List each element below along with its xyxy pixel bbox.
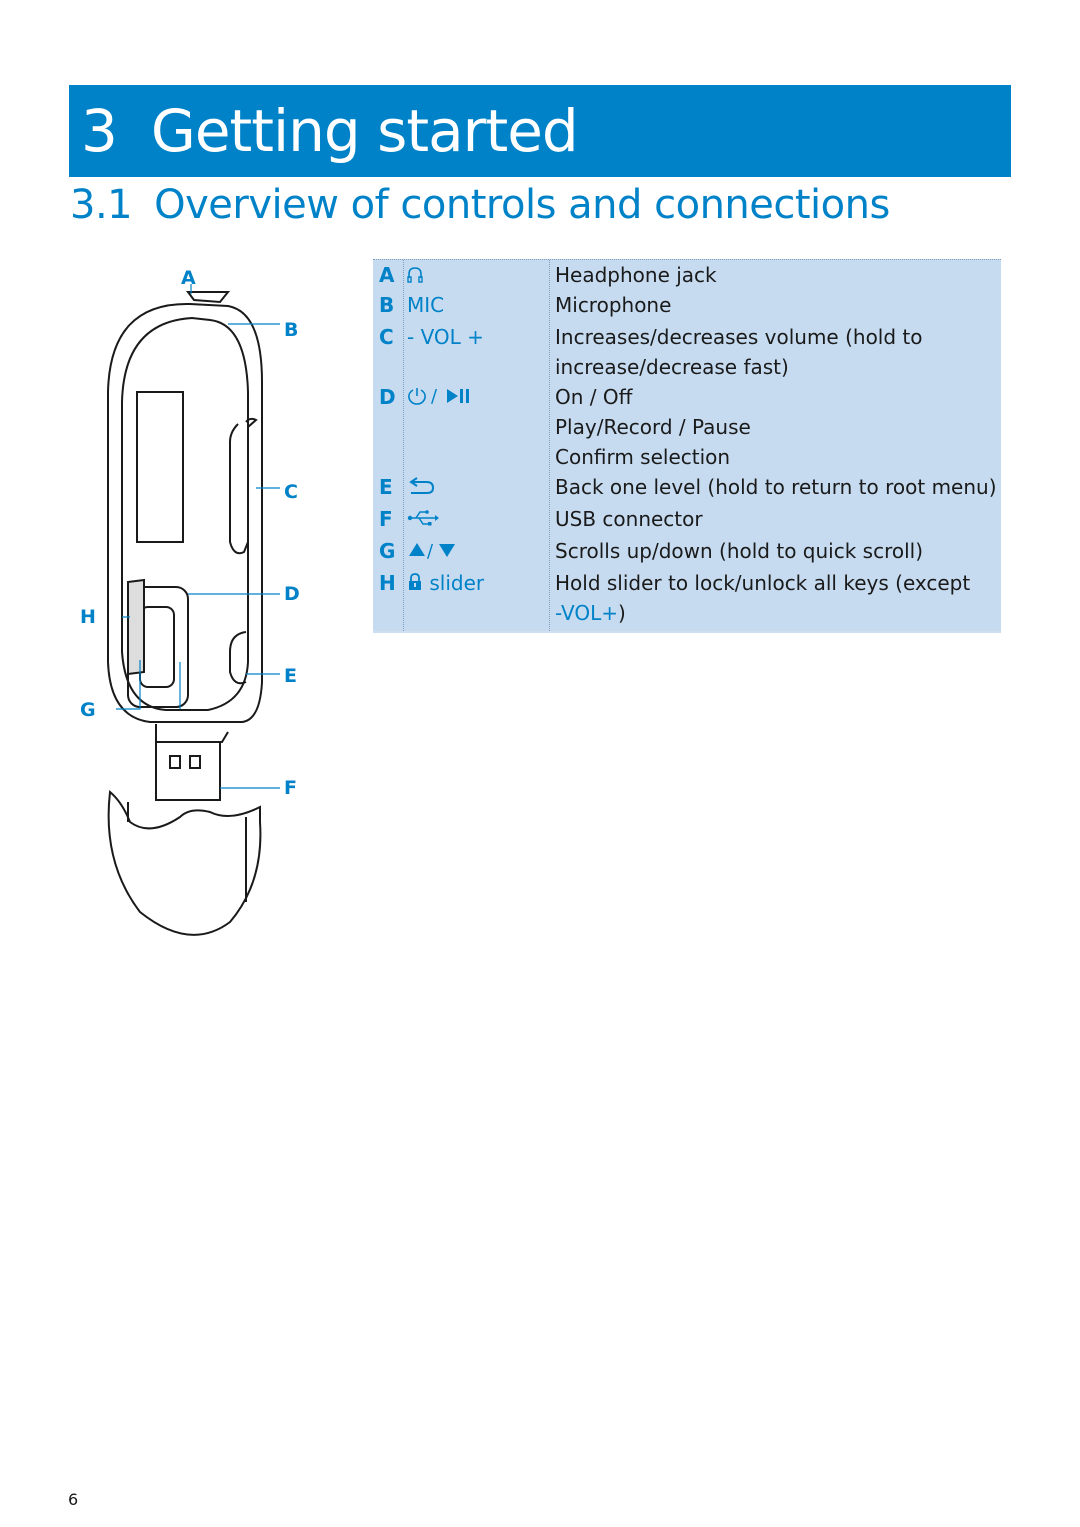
callout-a: A [181, 267, 196, 289]
description-line: Scrolls up/down (hold to quick scroll) [555, 539, 924, 563]
power-play-pause-icon: / [407, 384, 479, 414]
device-illustration: A B C D E F G H [70, 262, 320, 952]
section-heading: 3.1 Overview of controls and connections [70, 176, 890, 234]
chapter-title: Getting started [150, 97, 579, 165]
description-line: Microphone [555, 293, 672, 317]
headphone-icon [407, 262, 423, 292]
svg-text:/: / [427, 541, 434, 560]
callout-d: D [284, 583, 300, 605]
mp3-player-drawing [107, 284, 280, 936]
row-letter: B [379, 293, 395, 317]
chapter-heading: 3 Getting started [69, 85, 1011, 177]
row-letter: F [379, 507, 393, 531]
description-line: increase/decrease fast) [555, 355, 789, 379]
description-line: Back one level (hold to return to root m… [555, 475, 997, 499]
section-number: 3.1 [70, 182, 133, 228]
control-name: - VOL + [407, 325, 484, 349]
callout-f: F [284, 777, 297, 799]
row-letter: H [379, 571, 396, 595]
back-icon [407, 474, 437, 504]
section-title: Overview of controls and connections [154, 182, 890, 228]
row-letter: G [379, 539, 396, 563]
description-line: Hold slider to lock/unlock all keys (exc… [555, 571, 971, 595]
callout-g: G [80, 699, 96, 721]
vol-token: -VOL+ [555, 601, 619, 625]
description-line: Increases/decreases volume (hold to [555, 325, 923, 349]
row-letter: C [379, 325, 394, 349]
description-line: USB connector [555, 507, 703, 531]
callout-c: C [284, 481, 298, 503]
row-letter: E [379, 475, 393, 499]
up-down-icon: / [407, 538, 459, 568]
description-line: Headphone jack [555, 263, 717, 287]
description-line-vol: -VOL+) [555, 601, 626, 625]
page-number: 6 [68, 1490, 79, 1509]
control-name: slider [429, 571, 485, 595]
callout-h: H [80, 606, 96, 628]
control-name: MIC [407, 293, 445, 317]
chapter-number: 3 [81, 97, 118, 165]
controls-table: A Headphone jack B MIC Microphone C - VO… [373, 259, 1001, 633]
callout-b: B [284, 319, 299, 341]
svg-text:/: / [431, 386, 438, 406]
lock-icon [407, 570, 423, 600]
row-letter: D [379, 385, 396, 409]
row-letter: A [379, 263, 395, 287]
description-line: Confirm selection [555, 445, 731, 469]
description-line: On / Off [555, 385, 633, 409]
callout-e: E [284, 665, 297, 687]
usb-icon [407, 506, 439, 536]
description-line: Play/Record / Pause [555, 415, 751, 439]
